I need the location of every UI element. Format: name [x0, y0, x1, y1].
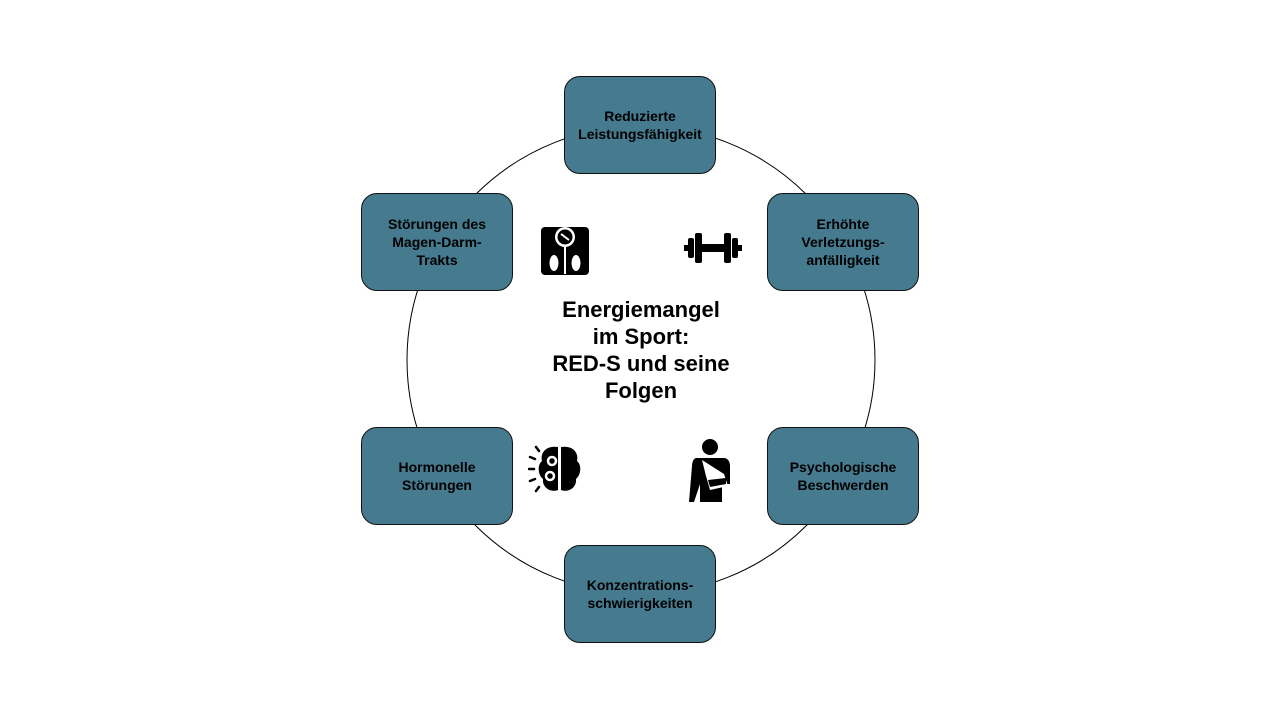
node-reduced-performance: Reduzierte Leistungsfähigkeit [564, 76, 716, 174]
node-hormonal-disorders: Hormonelle Störungen [361, 427, 513, 525]
node-concentration-difficulties: Konzentrations- schwierigkeiten [564, 545, 716, 643]
center-title: Energiemangel im Sport: RED-S und seine … [552, 297, 730, 403]
arm-sling-icon [689, 439, 730, 502]
node-psychological-complaints: Psychologische Beschwerden [767, 427, 919, 525]
scale-icon [541, 227, 589, 275]
node-injury-susceptibility: Erhöhte Verletzungs- anfälligkeit [767, 193, 919, 291]
node-gastrointestinal-disorders: Störungen des Magen-Darm- Trakts [361, 193, 513, 291]
brain-gears-icon [528, 445, 581, 493]
dumbbell-icon [684, 233, 742, 263]
